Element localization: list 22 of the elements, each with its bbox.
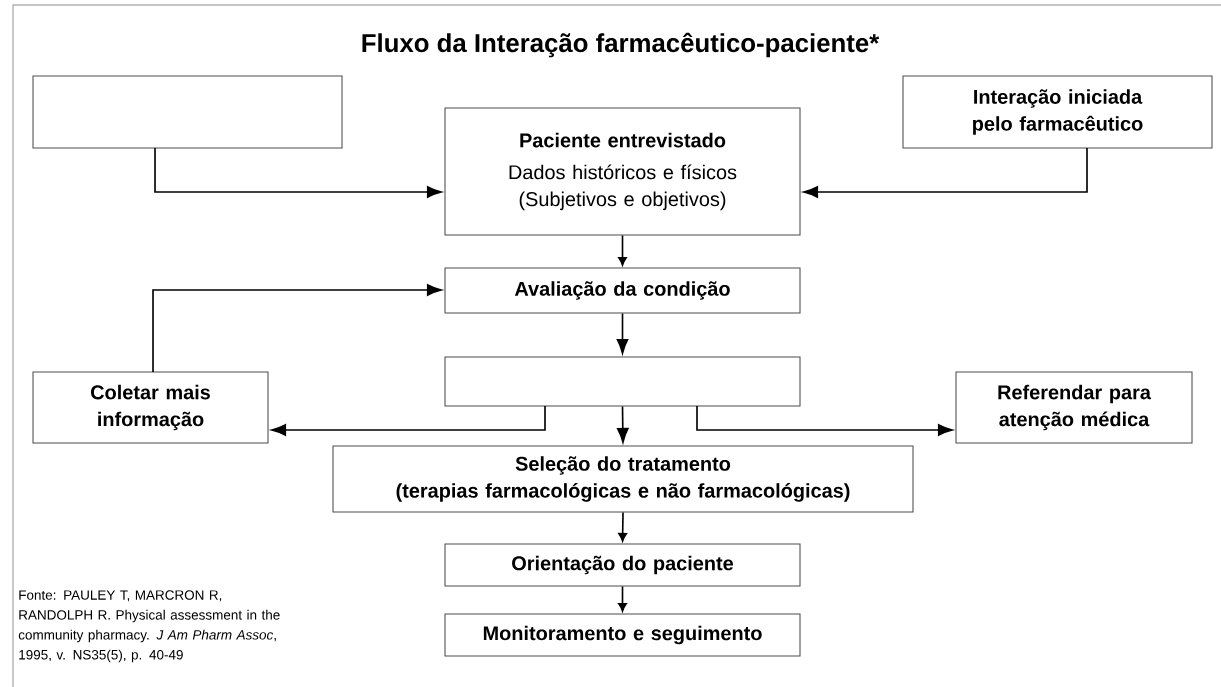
arrow xyxy=(696,405,953,436)
arrow xyxy=(616,312,629,354)
arrow xyxy=(618,511,628,542)
arrow xyxy=(618,234,627,266)
source-note: Fonte: PAULEY T, MARCRON R, RANDOLPH R. Physical assessment in the community pharmacy. J Am Pharm Assoc, 1995, v. NS35(5), p. 40-49 xyxy=(18,590,280,663)
arrow xyxy=(616,405,629,443)
process-box: Interação iniciada pelo farmacêutico xyxy=(902,75,1213,149)
process-box xyxy=(32,75,343,149)
title: Fluxo da Interação farmacêutico-paciente* xyxy=(362,32,880,58)
arrow xyxy=(152,284,442,373)
process-box: Monitoramento e seguimento xyxy=(444,613,801,657)
process-box xyxy=(444,356,801,407)
process-box: Avaliação da condição xyxy=(444,267,801,314)
process-box: Seleção do tratamento (terapias farmacológicas e não farmacológicas) xyxy=(332,445,914,513)
arrow xyxy=(154,147,442,198)
arrow xyxy=(618,585,627,612)
arrow xyxy=(271,405,546,436)
process-box: Referendar para atenção médica xyxy=(955,371,1193,444)
process-box: Orientação do paciente xyxy=(444,543,801,587)
process-box: Coletar mais informação xyxy=(32,371,269,444)
process-box: Paciente entrevistado Dados históricos e físicos (Subjetivos e objetivos) xyxy=(444,107,801,236)
arrow xyxy=(803,147,1088,198)
